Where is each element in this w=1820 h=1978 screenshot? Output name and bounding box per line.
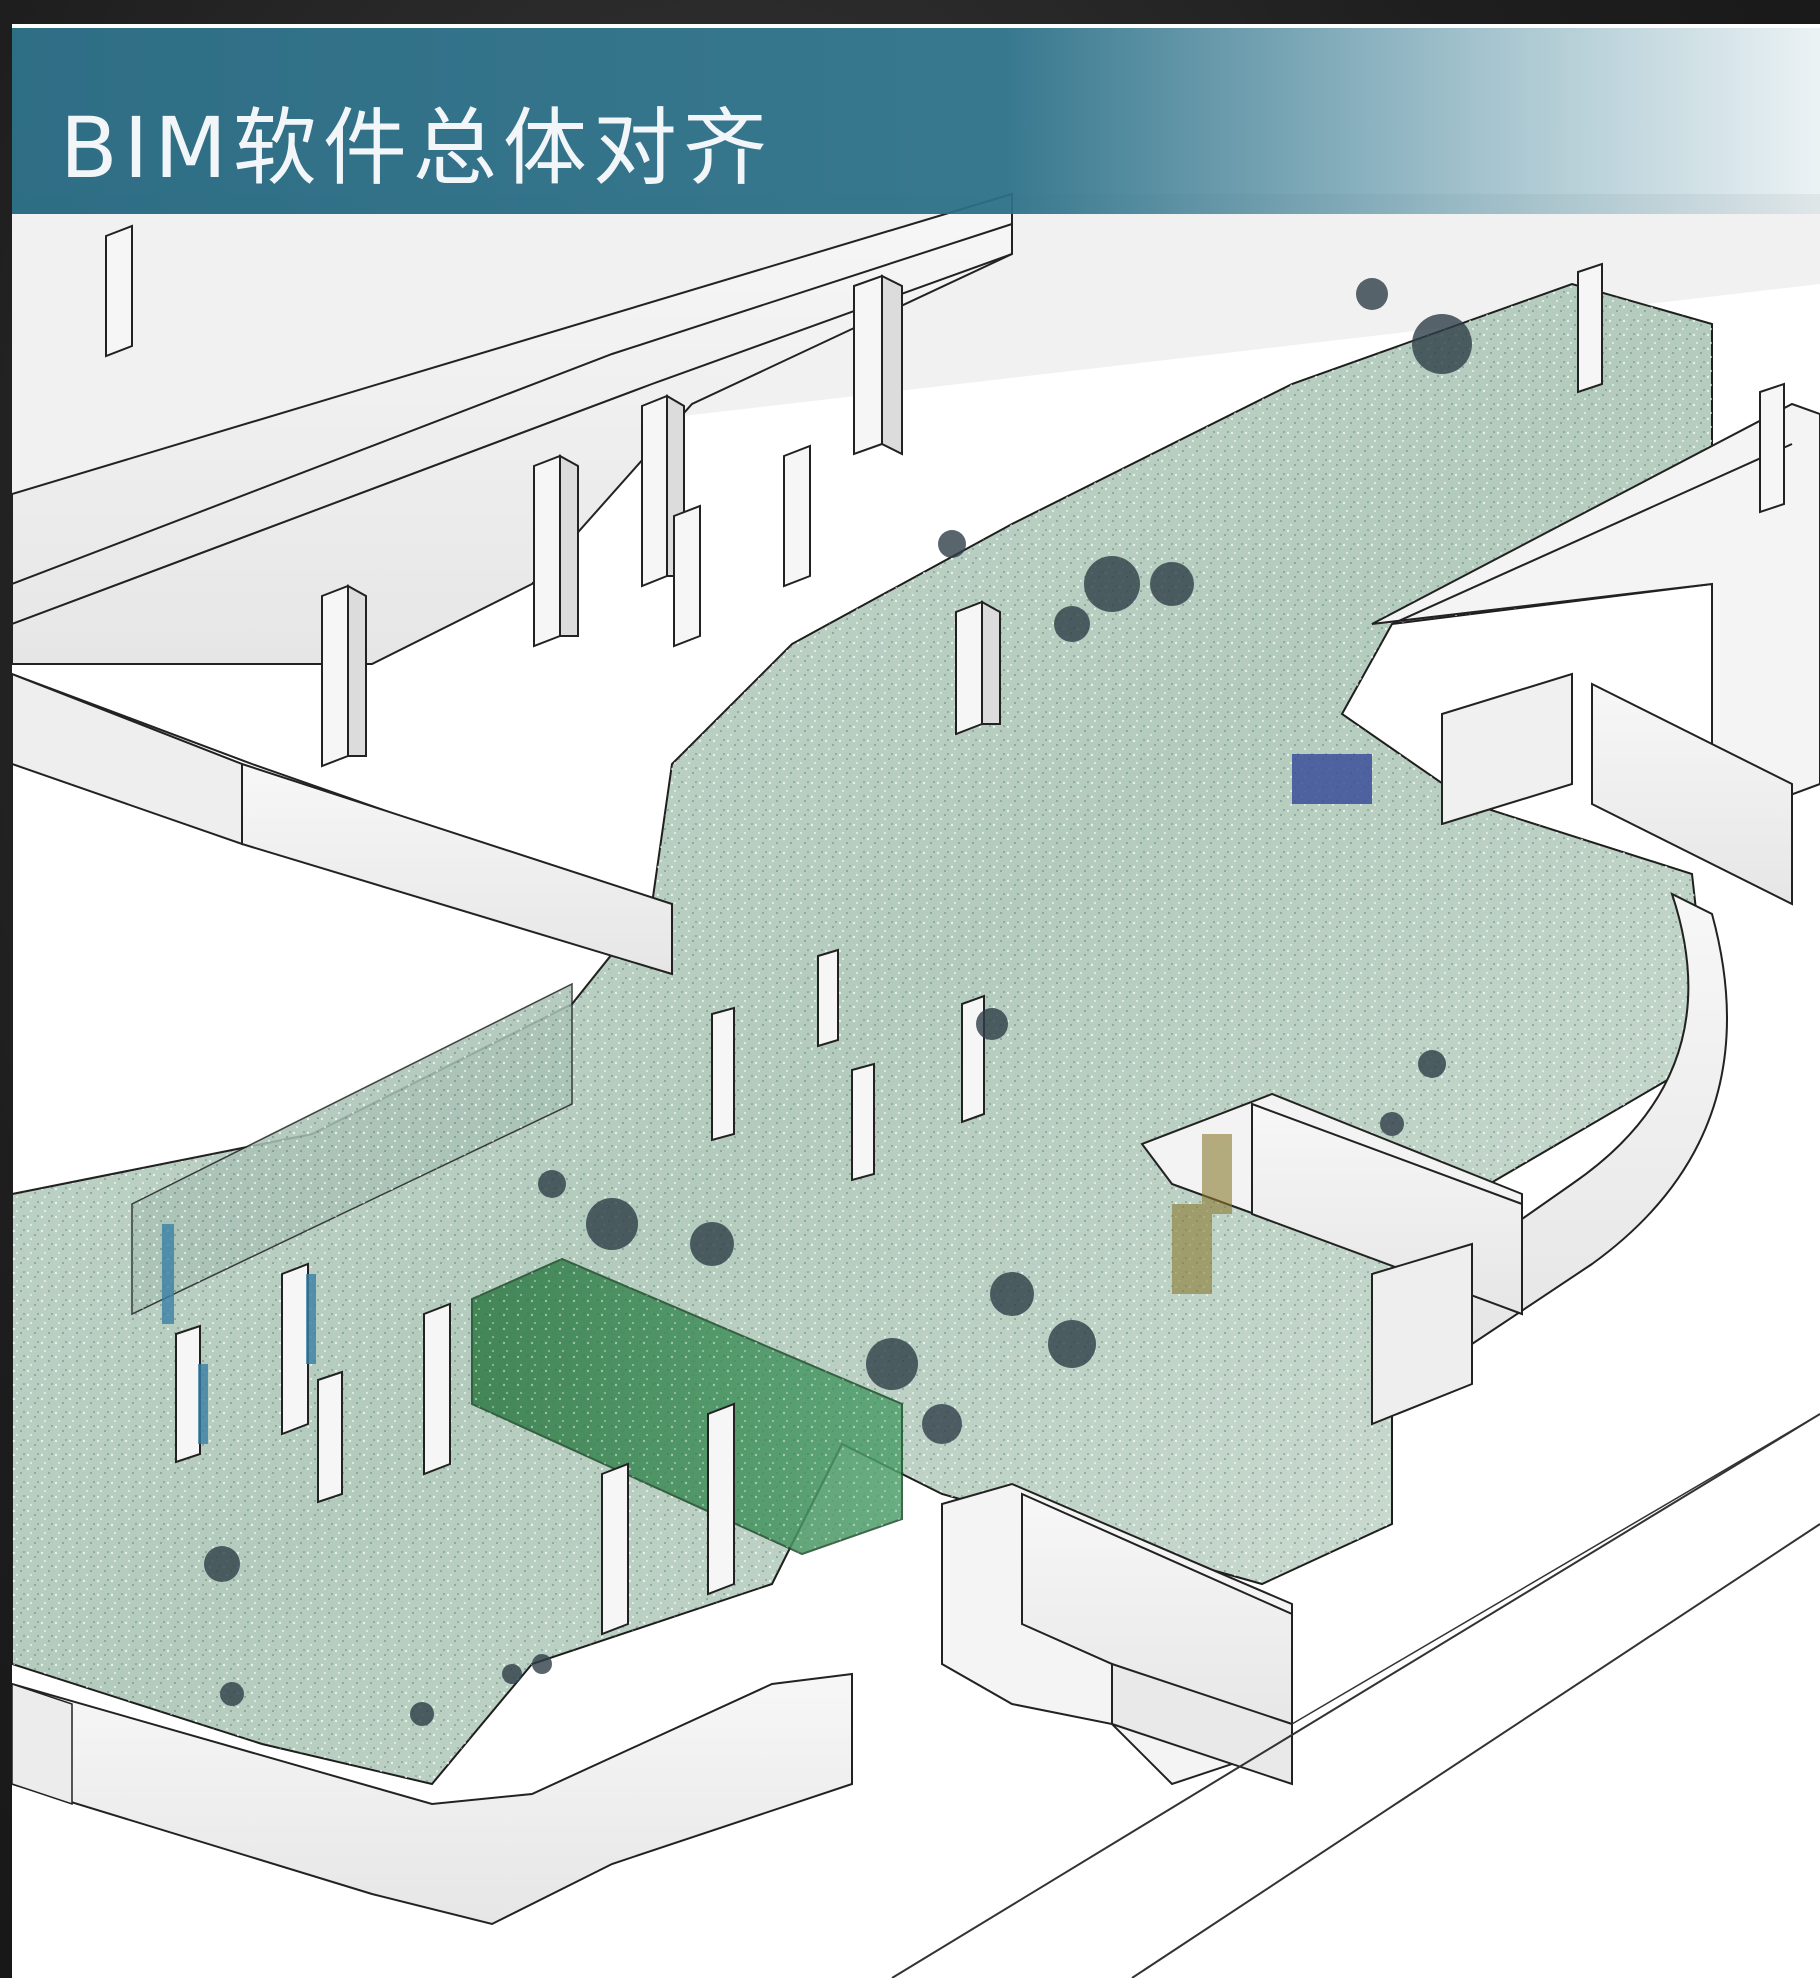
point-cloud-bim-render [12, 192, 1820, 1978]
bim-columns [105, 224, 1785, 1636]
title-bar: BIM软件总体对齐 [12, 28, 1820, 214]
scan-clusters [204, 278, 1472, 1726]
bim-scan-figure [12, 24, 1820, 1978]
slide-title: BIM软件总体对齐 [60, 99, 773, 197]
bim-curved-wall-right [1471, 892, 1728, 1346]
bim-curved-wall-bottom [12, 1672, 853, 1926]
bim-room-right-upper [1371, 402, 1820, 826]
